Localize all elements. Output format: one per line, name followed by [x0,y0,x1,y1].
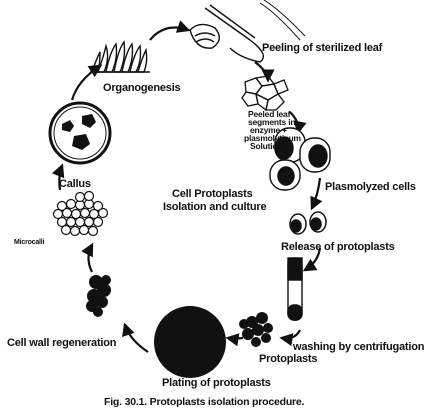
step-label-wall-regeneration: Cell wall regeneration [7,337,117,349]
step-label-protoplasts: Protoplasts [259,353,318,365]
step-label-organogenesis: Organogenesis [103,82,181,94]
arrow-plasmolyzed-to-protoplasts [310,177,323,211]
arrow-leaf-to-segments [254,61,275,83]
callus-dish-icon [48,101,112,165]
arrow-microcalli-to-callus [51,163,65,191]
protoplast-cluster-icon [239,312,273,347]
plantlets-icon [90,40,150,73]
peeled-note-line-4: plasmolyticum [244,133,301,143]
step-label-peeling: Peeling of sterilized leaf [262,42,383,54]
forceps-leaf-icon [189,0,306,63]
step-label-plasmolyzed: Plasmolyzed cells [325,181,416,193]
arrow-plating-to-regeneration [122,322,149,353]
peeled-note-line-2: segments in [248,117,296,127]
arrow-tube-to-centrifuged [279,329,301,347]
cycle-arrows [51,20,323,353]
peeled-note-line-3: enzyme + [250,125,287,135]
plasmolyzed-cells-icon [269,127,331,191]
arrow-release-to-tube [302,247,322,272]
arrow-centrifuged-to-plating [225,333,244,347]
center-title-line-2: Isolation and culture [163,201,267,213]
arrow-callus-to-organogenesis [70,64,103,101]
center-title-line-1: Cell Protoplasts [172,188,253,200]
plating-dish-icon [154,306,226,378]
step-label-washing: washing by centrifugation [293,341,425,353]
step-label-callus: Callus [59,178,91,190]
figure-caption: Fig. 30.1. Protoplasts isolation procedu… [104,396,305,408]
step-label-release: Release of protoplasts [281,241,395,253]
peeled-note-line-5: Solution [250,141,283,151]
peeled-note-line-1: Peeled leaf [248,109,291,119]
released-protoplasts-icon [289,211,327,235]
regenerated-cells-icon [86,275,111,317]
microcalli-icon [52,190,109,237]
step-label-microcalli: Microcalli [14,239,45,246]
leaf-segments-icon [241,75,289,112]
arrow-regeneration-to-microcalli [81,242,94,273]
step-label-plating: Plating of protoplasts [162,377,271,389]
centrifuge-tube-icon [287,257,303,321]
arrow-plantlets-to-leaf [149,20,191,41]
